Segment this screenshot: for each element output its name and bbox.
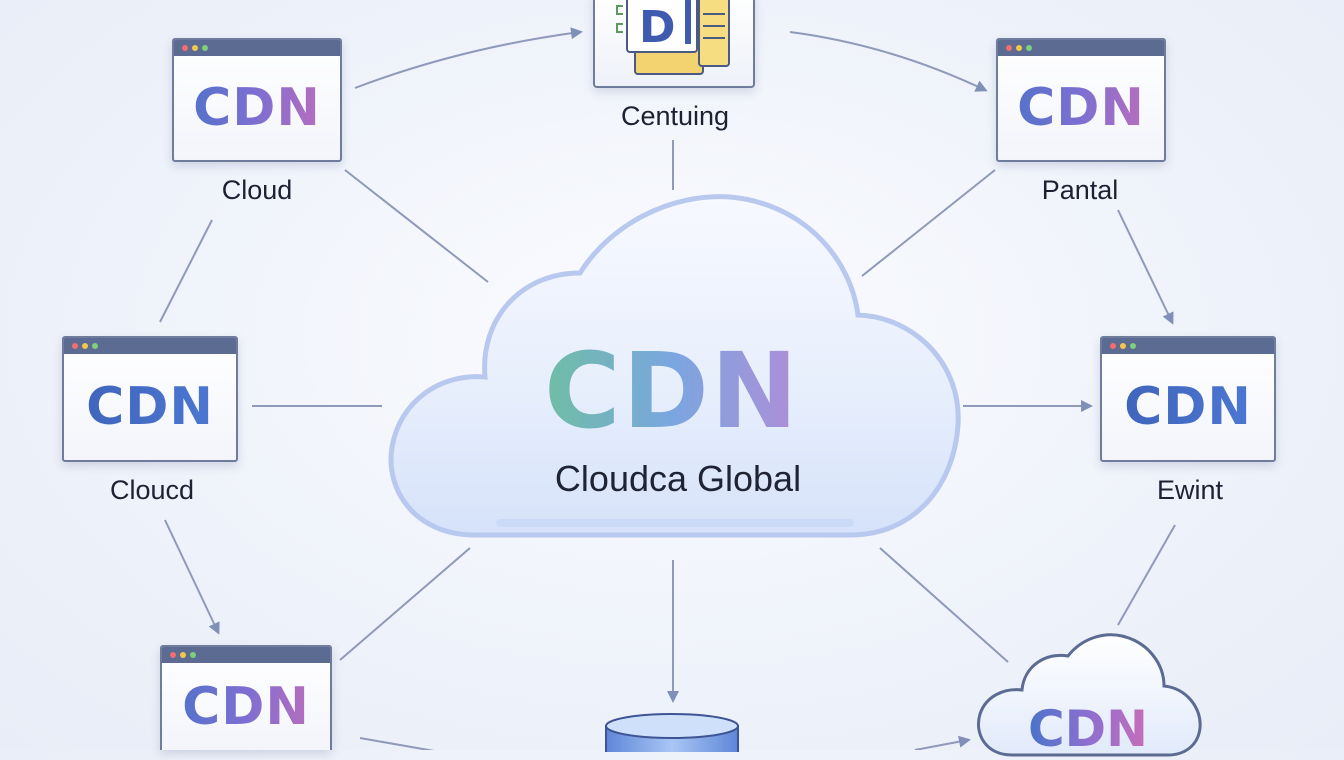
cloud-icon[interactable] [972,630,1204,760]
arrow-topleft-to-doc [354,27,583,89]
line-midright-to-smallcloud [1117,524,1176,626]
minimize-dot-icon [1120,343,1126,349]
minimize-dot-icon [82,343,88,349]
cdn-logo: CDN [998,56,1164,160]
line-hub-to-bottomleft [339,547,471,661]
minimize-dot-icon [1016,45,1022,51]
cdn-node-top-left[interactable]: CDN [172,38,342,162]
maximize-dot-icon [202,45,208,51]
maximize-dot-icon [1026,45,1032,51]
arrow-doc-to-topright [789,31,988,92]
line-hub-to-smallcloud [879,547,1009,663]
close-dot-icon [72,343,78,349]
hub-cdn-logo: CDN [372,330,972,452]
cdn-logo: CDN [162,669,330,750]
small-cloud-cdn-logo: CDN [1027,700,1149,758]
cdn-logo: CDN [174,56,340,160]
maximize-dot-icon [92,343,98,349]
maximize-dot-icon [1130,343,1136,349]
cdn-node-top-right[interactable]: CDN [996,38,1166,162]
central-cloud-icon [388,194,961,538]
hub-caption: Cloudca Global [554,458,802,499]
node-label-top-center: Centuing [620,101,730,131]
node-label-top-right: Pantal [1041,175,1119,205]
database-icon[interactable] [604,712,740,752]
window-titlebar [174,40,340,56]
maximize-dot-icon [190,652,196,658]
node-label-top-left: Cloud [221,175,293,205]
arrow-topright-to-midright [1117,209,1174,325]
node-label-middle-left: Cloucd [109,475,195,505]
line-topleft-to-hub [344,169,489,283]
close-dot-icon [170,652,176,658]
line-topleft-to-midleft [159,219,213,323]
cdn-node-bottom-left[interactable]: CDN [160,645,332,750]
cdn-logo: CDN [1102,354,1274,460]
svg-text:D: D [639,2,676,53]
window-titlebar [162,647,330,663]
window-titlebar [998,40,1164,56]
cdn-node-middle-right[interactable]: CDN [1100,336,1276,462]
cdn-node-middle-left[interactable]: CDN [62,336,238,462]
minimize-dot-icon [192,45,198,51]
close-dot-icon [1006,45,1012,51]
close-dot-icon [1110,343,1116,349]
arrow-midleft-to-bottomleft [164,519,220,635]
close-dot-icon [182,45,188,51]
line-topright-to-hub [861,169,996,277]
line-bottomleft-to-database [359,737,435,750]
arrow-bottom-to-smallcloud [914,735,971,750]
document-icon[interactable]: D [593,0,755,88]
document-icon-graphic: D [616,0,730,75]
node-label-middle-right: Ewint [1156,475,1224,505]
minimize-dot-icon [180,652,186,658]
cdn-logo: CDN [64,354,236,460]
window-titlebar [1102,338,1274,354]
window-titlebar [64,338,236,354]
